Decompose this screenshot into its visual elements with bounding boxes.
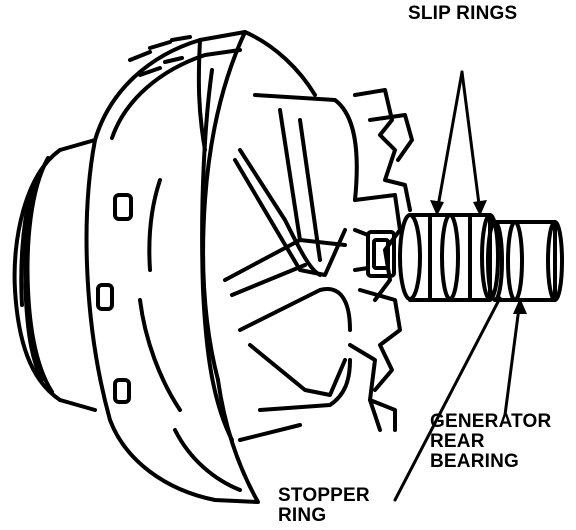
pulley <box>12 138 97 412</box>
leader-lines <box>393 70 522 502</box>
rear-bearing <box>486 220 564 302</box>
label-generator-rear-bearing: GENERATOR REAR BEARING <box>430 412 551 472</box>
slip-rings <box>398 213 500 302</box>
front-housing <box>84 30 317 504</box>
label-line-rear: REAR <box>430 431 485 452</box>
label-line-bearing: BEARING <box>430 451 520 472</box>
rotor-claws <box>223 93 359 442</box>
arrowheads <box>430 200 527 314</box>
rear-assembly <box>348 88 414 432</box>
label-line-generator: GENERATOR <box>430 411 552 432</box>
label-slip-rings: SLIP RINGS <box>408 3 518 24</box>
label-line-ring: RING <box>278 505 327 526</box>
label-stopper-ring: STOPPER RING <box>278 486 370 526</box>
label-line-stopper: STOPPER <box>278 485 370 506</box>
